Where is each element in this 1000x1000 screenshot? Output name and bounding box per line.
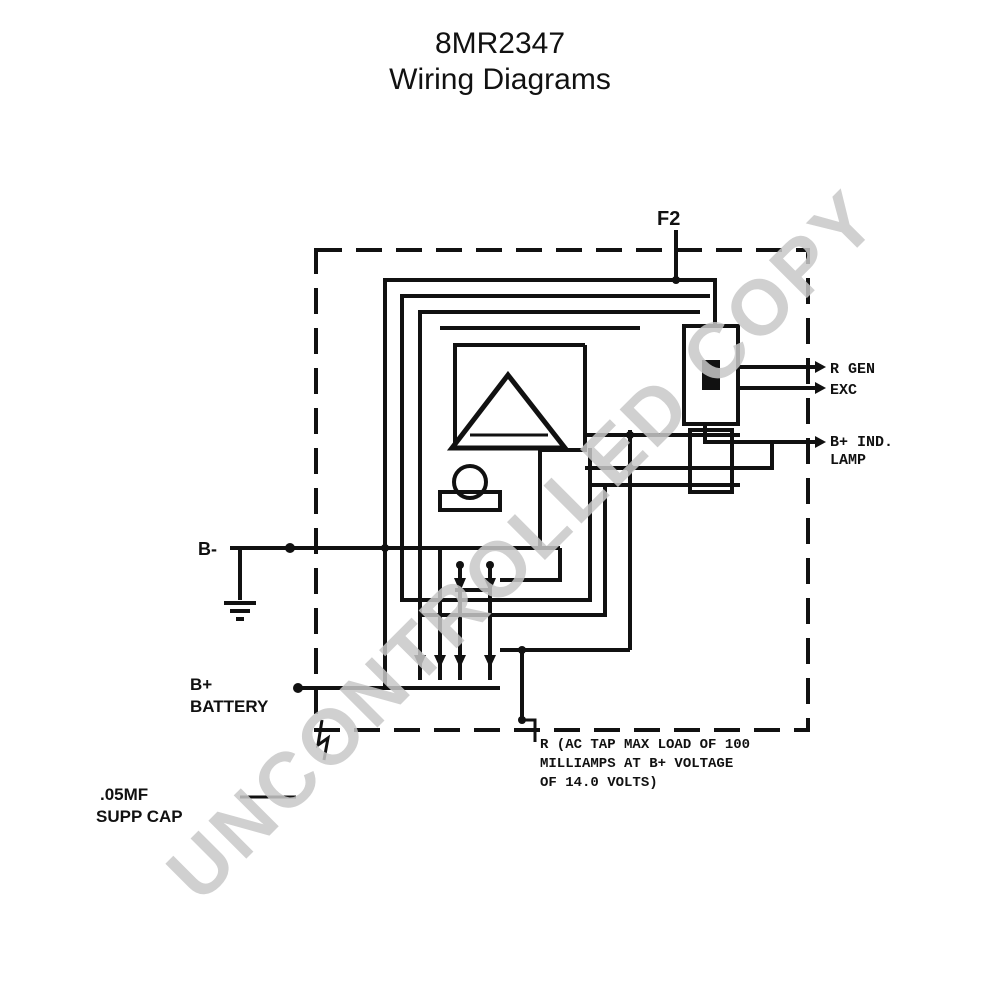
diode-connector: [585, 428, 774, 650]
battery-label-1: B+: [190, 675, 212, 694]
alternator-housing-outline: [314, 248, 810, 732]
uncontrolled-copy-watermark: UNCONTROLLED COPY: [150, 172, 895, 917]
r-tap-lead: [522, 718, 537, 742]
exc-arrow: [815, 382, 826, 394]
ind-lamp-arrow: [815, 436, 826, 448]
connector-node-2: [626, 464, 634, 472]
battery-label-2: BATTERY: [190, 697, 269, 716]
cap-label-1: .05MF: [100, 785, 148, 804]
f2-label: F2: [657, 208, 680, 230]
ind-lamp-label-1: B+ IND.: [830, 434, 893, 451]
page-title: Wiring Diagrams: [389, 63, 611, 96]
stator-delta: [446, 370, 571, 451]
regulator-box: [682, 324, 740, 426]
ground-symbol: [224, 548, 256, 621]
note-line-2: MILLIAMPS AT B+ VOLTAGE: [540, 756, 733, 772]
junction-nodes: [285, 543, 526, 724]
connector-node-1: [626, 431, 634, 439]
r-gen-label: R GEN: [830, 361, 875, 378]
diode-arrows: [414, 578, 496, 668]
note-line-3: OF 14.0 VOLTS): [540, 775, 658, 791]
r-gen-arrow: [815, 361, 826, 373]
ground-b-label: B-: [198, 539, 217, 559]
rotor-circle: [452, 464, 488, 500]
part-number: 8MR2347: [434, 27, 566, 60]
title-block: 8MR2347 Wiring Diagrams: [0, 26, 1000, 98]
note-line-1: R (AC TAP MAX LOAD OF 100: [540, 737, 750, 753]
regulator-symbol: [702, 360, 720, 390]
cap-label-2: SUPP CAP: [96, 807, 183, 826]
supp-cap-lead: [240, 719, 331, 799]
ind-lamp-label-2: LAMP: [830, 452, 866, 469]
rotor-block: [438, 490, 502, 512]
exc-label: EXC: [830, 382, 857, 399]
field-wiring: [383, 278, 717, 548]
